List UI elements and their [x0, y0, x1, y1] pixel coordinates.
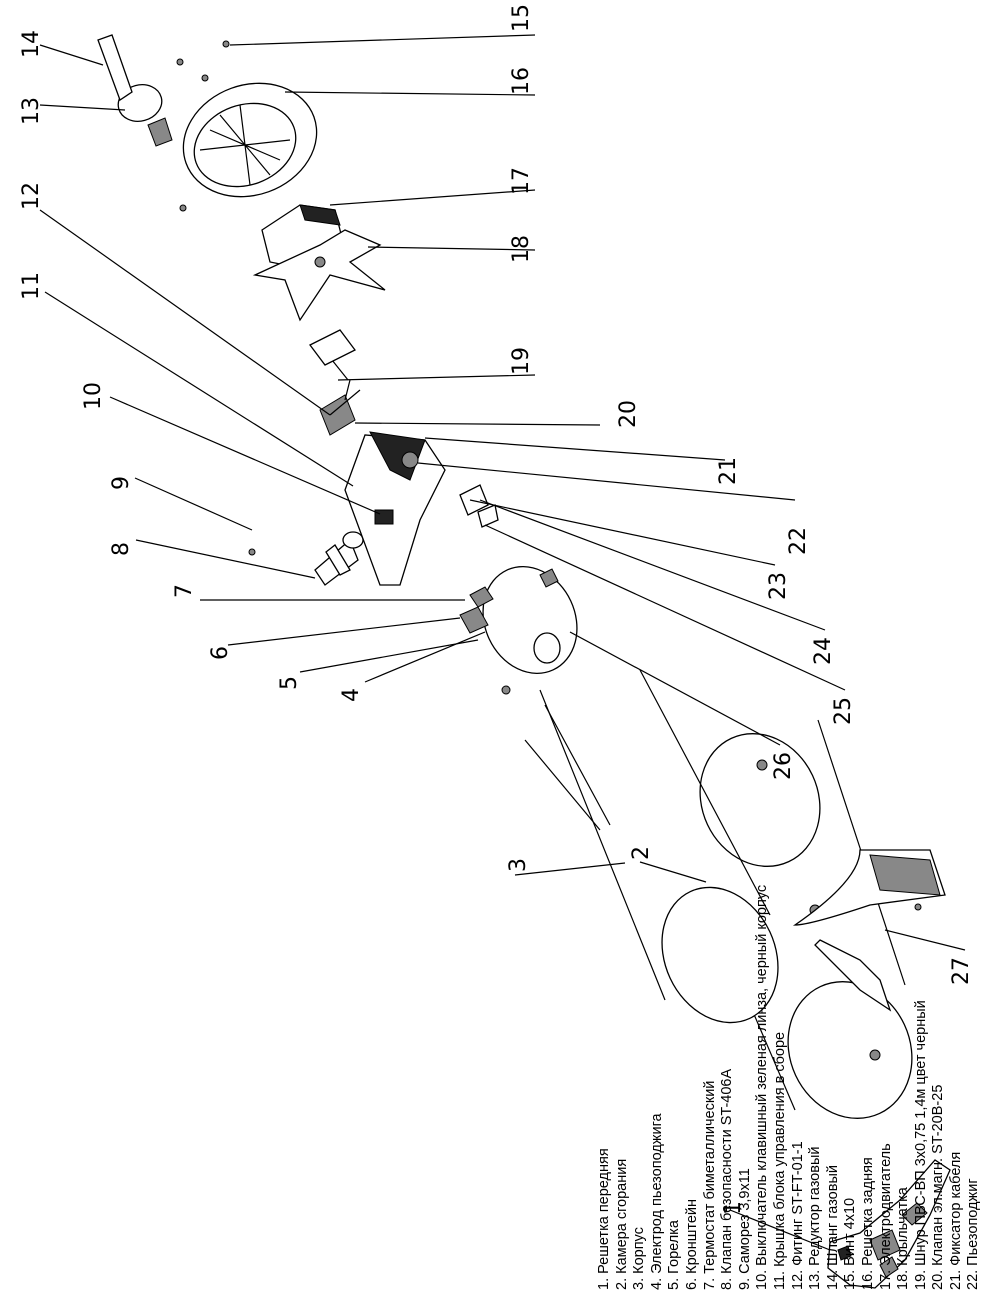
- callout-numbers: 1 2 3 4 5 6 7 8 9 10 11 12 13 14 15 16 1…: [19, 4, 974, 1215]
- parts-list-item: 16. Решетка задняя: [859, 1157, 876, 1290]
- parts-list-item: 19. Шнур ПВС-ВП 3х0,75 1,4м цвет черный: [912, 1000, 929, 1290]
- callout-13: 13: [19, 97, 44, 125]
- parts-list-item: 8. Клапан безопасности ST-406A: [719, 1068, 736, 1290]
- callout-26: 26: [771, 752, 796, 780]
- gas-fittings-part: [459, 484, 499, 528]
- callout-1: 1: [721, 1201, 746, 1215]
- parts-list-item: 5. Горелка: [666, 1220, 683, 1290]
- control-box-part: [319, 389, 446, 586]
- parts-list-item: 6. Кронштейн: [683, 1199, 700, 1290]
- callout-2: 2: [629, 846, 654, 860]
- parts-list-item: 1. Решетка передняя: [596, 1148, 612, 1290]
- parts-list-item: 11. Крышка блока управления в сборе: [771, 1031, 788, 1290]
- callout-21: 21: [716, 457, 741, 485]
- callout-27: 27: [949, 957, 974, 985]
- callout-23: 23: [766, 572, 791, 600]
- rear-grille-part: [176, 40, 318, 212]
- parts-list-item: 7. Термостат биметаллический: [701, 1080, 718, 1290]
- callout-9: 9: [109, 476, 134, 490]
- callout-20: 20: [616, 400, 641, 428]
- callout-12: 12: [19, 182, 44, 210]
- leader-lines: [39, 34, 966, 1251]
- callout-10: 10: [81, 382, 106, 410]
- stand-part: [792, 849, 946, 1012]
- callout-11: 11: [19, 272, 44, 300]
- callout-16: 16: [509, 67, 534, 95]
- callout-8: 8: [109, 542, 134, 556]
- motor-fan-part: [252, 204, 386, 322]
- callout-19: 19: [509, 347, 534, 375]
- parts-list-item: 3. Корпус: [631, 1227, 648, 1290]
- callout-18: 18: [509, 235, 534, 263]
- front-grille-part: [827, 1159, 951, 1289]
- callout-5: 5: [277, 676, 302, 690]
- safety-valve-part: [248, 531, 364, 586]
- power-cord-part: [309, 329, 356, 401]
- parts-list-item: 22. Пьезоподжиг: [965, 1178, 982, 1290]
- burner-assembly-part: [459, 565, 578, 695]
- callout-15: 15: [509, 4, 534, 32]
- callout-14: 14: [19, 30, 44, 58]
- callout-22: 22: [786, 527, 811, 555]
- callout-3: 3: [506, 858, 531, 872]
- parts-list-item: 17. Электродвигатель: [877, 1143, 894, 1290]
- parts-list-item: 15. Винт 4х10: [842, 1197, 859, 1290]
- parts-list-item: 9. Саморез 3,9х11: [736, 1168, 753, 1290]
- parts-list-item: 21. Фиксатор кабеля: [947, 1151, 964, 1290]
- parts-list-item: 2. Камера сгорания: [613, 1158, 630, 1290]
- regulator-hose-part: [97, 34, 173, 147]
- callout-17: 17: [509, 167, 534, 195]
- callout-25: 25: [831, 697, 856, 725]
- parts-list-item: 10. Выключатель клавишный зеленая линза,…: [754, 884, 771, 1290]
- callout-6: 6: [208, 646, 233, 660]
- parts-list-item: 4. Электрод пьезоподжига: [648, 1113, 665, 1290]
- callout-7: 7: [172, 584, 197, 598]
- parts-list-item: 20. Клапан эл.магн. ST-20B-25: [930, 1084, 947, 1290]
- callout-4: 4: [339, 688, 364, 702]
- callout-24: 24: [811, 637, 836, 665]
- housing-part: [524, 669, 779, 1024]
- parts-list-item: 12. Фитинг ST-FT-01-1: [789, 1141, 806, 1290]
- parts-list-item: 18. Крыльчатка: [895, 1187, 912, 1290]
- parts-list-item: 14. Шланг газовый: [824, 1165, 841, 1290]
- parts-list-item: 13. Редуктор газовый: [807, 1146, 824, 1290]
